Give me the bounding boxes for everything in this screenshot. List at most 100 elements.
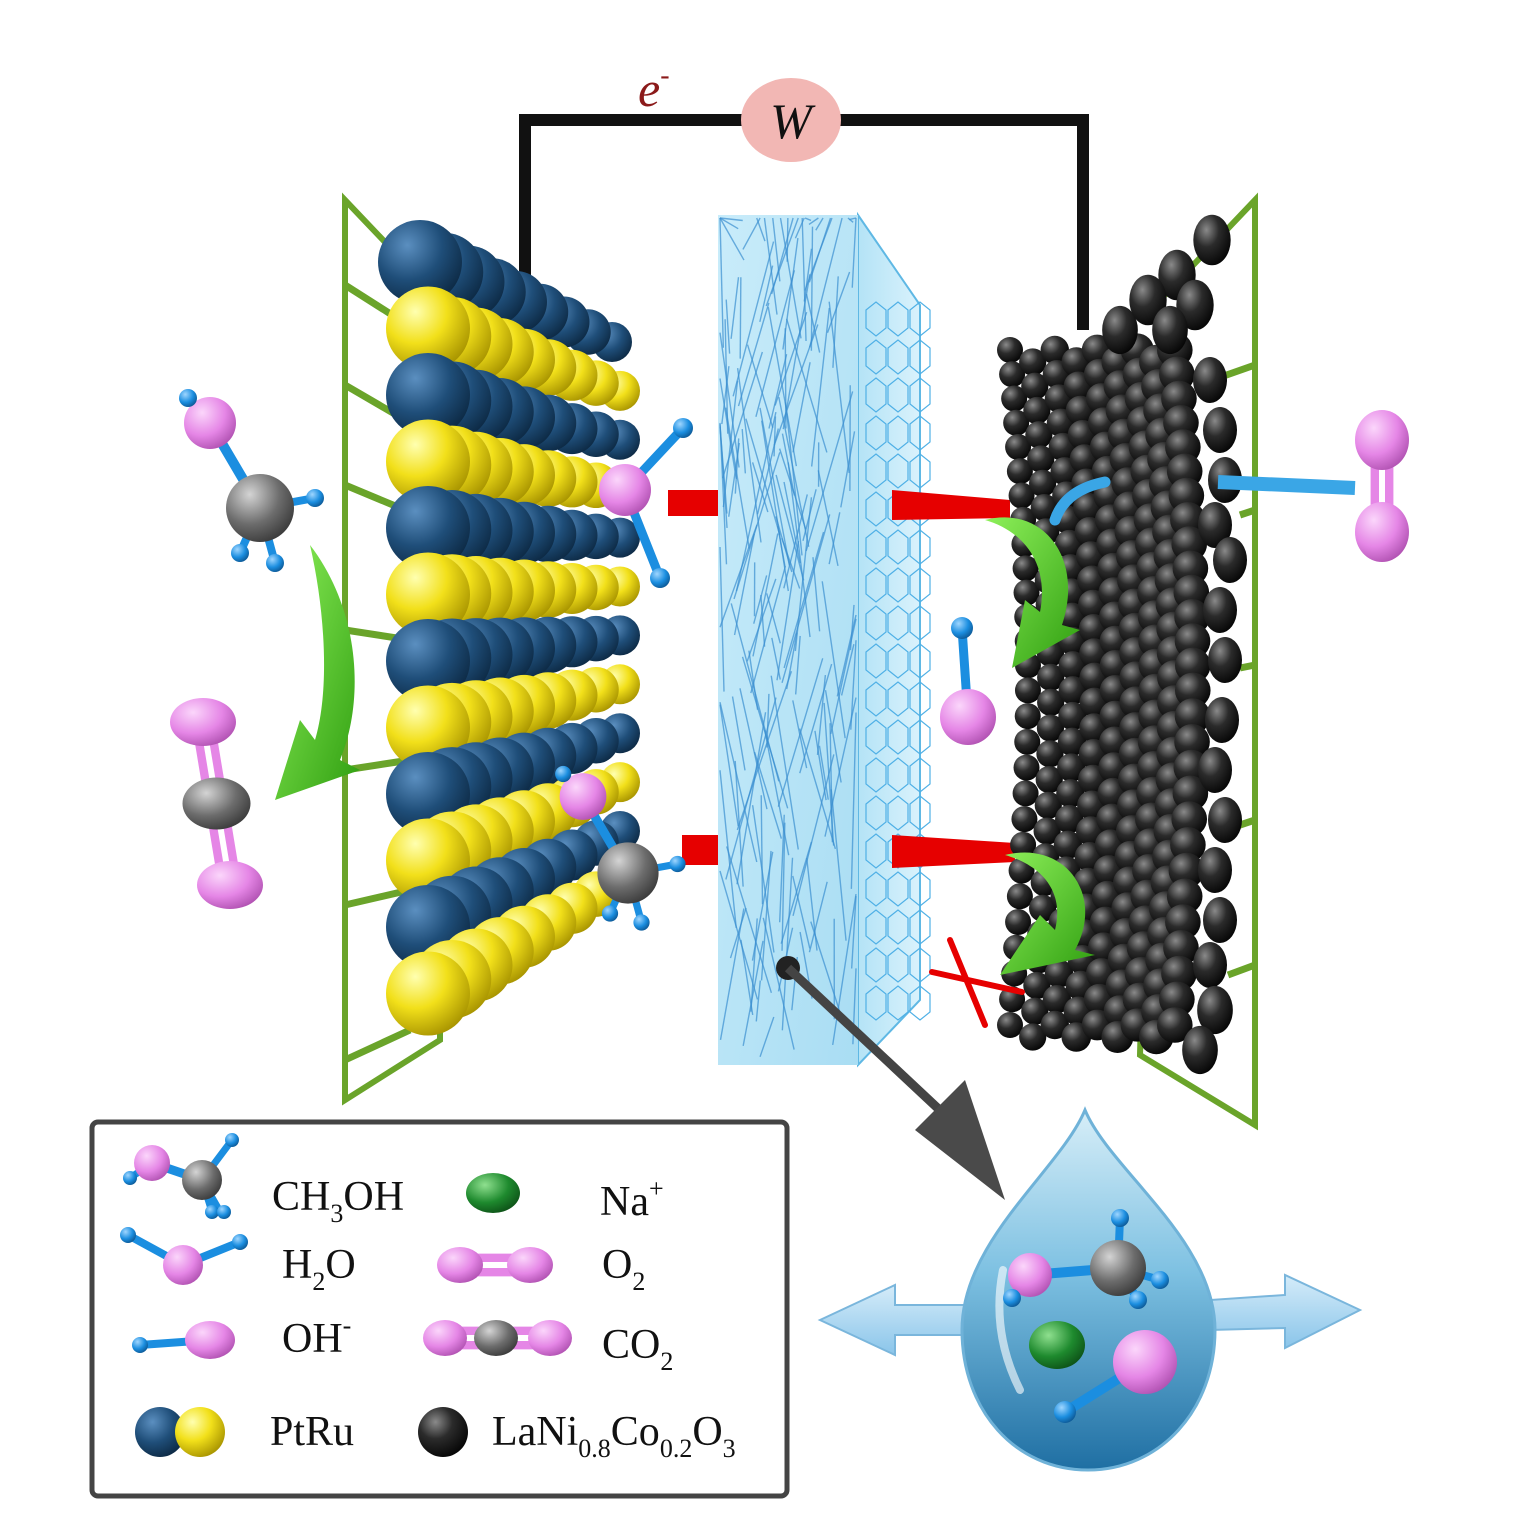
fiber: [782, 237, 799, 350]
fiber: [792, 754, 835, 916]
cathode-atom: [1205, 697, 1239, 743]
load-circle: [741, 78, 841, 162]
fiber: [737, 302, 770, 407]
cathode-atoms: [997, 214, 1247, 1075]
fiber: [817, 470, 839, 567]
fiber: [776, 541, 800, 681]
membrane-cell: [865, 947, 887, 983]
fiber: [746, 578, 777, 662]
legend-icon-cathode: [418, 1407, 468, 1457]
membrane-cell: [865, 301, 887, 337]
ru-atom: [386, 951, 470, 1036]
oxygen-atom: [559, 773, 607, 820]
fiber: [750, 565, 787, 694]
legend-label-co2: CO2: [602, 1322, 673, 1376]
fiber: [810, 226, 814, 351]
fiber: [763, 217, 778, 315]
membrane-cell: [865, 643, 887, 679]
fiber: [736, 368, 762, 543]
oxygen-atom: [170, 698, 236, 746]
cathode-atom: [1014, 728, 1041, 755]
oxygen-atom: [940, 689, 996, 745]
oxygen-atom: [507, 1247, 553, 1283]
fiber: [759, 265, 774, 323]
cathode-atom: [1033, 817, 1061, 845]
fiber: [828, 301, 850, 474]
membrane-cell: [887, 871, 909, 907]
fiber: [745, 418, 781, 536]
carbon-atom: [597, 842, 659, 904]
hydrogen-atom: [1151, 1271, 1169, 1289]
oxygen-atom: [197, 861, 263, 909]
fiber: [742, 940, 764, 1047]
legend-icon-water: [120, 1227, 248, 1285]
membrane: [718, 211, 931, 1068]
cathode-atom: [1037, 688, 1065, 716]
pt-atom: [135, 1407, 185, 1457]
ru-atom: [386, 552, 470, 637]
cathode-atom: [1034, 791, 1062, 819]
cathode-atom: [1163, 929, 1199, 966]
legend-label-sodium: Na+: [600, 1174, 664, 1225]
cathode-atom: [1174, 672, 1211, 709]
cathode-atom: [1005, 909, 1032, 936]
fiber: [741, 429, 747, 474]
hydrogen-atom: [120, 1227, 136, 1243]
pt-atom: [378, 220, 462, 304]
fiber: [805, 391, 854, 552]
membrane-cell: [887, 339, 909, 375]
legend-label-water: H2O: [282, 1242, 356, 1296]
ion-bar-lower-right: [892, 835, 1015, 868]
fiber: [781, 514, 831, 684]
fiber: [804, 217, 812, 222]
oxygen-atom: [1113, 1330, 1177, 1394]
membrane-fibers: [719, 217, 857, 1058]
fiber: [801, 217, 807, 342]
fiber: [830, 618, 857, 735]
legend-icon-hydroxide: [132, 1321, 235, 1359]
hydrogen-atom: [673, 418, 693, 438]
fiber: [808, 217, 843, 348]
fiber: [810, 307, 831, 467]
fiber: [785, 318, 828, 453]
fiber: [746, 344, 774, 428]
cathode-atom: [1056, 779, 1085, 808]
hydrogen-atom: [555, 765, 572, 783]
cathode-atom: [1193, 357, 1227, 403]
fiber: [774, 311, 808, 406]
fiber: [751, 462, 769, 513]
fiber: [731, 696, 746, 771]
zoom-arrow: [776, 956, 1005, 1200]
cathode-atom: [1025, 421, 1053, 449]
fiber: [781, 857, 794, 1031]
membrane-cell: [909, 415, 931, 451]
fiber: [748, 650, 759, 710]
fiber: [824, 697, 857, 837]
ptru-anode-atoms: [378, 220, 640, 1036]
hydrogen-atom: [1129, 1291, 1147, 1309]
fiber: [732, 241, 775, 397]
membrane-cell: [865, 453, 887, 489]
fiber: [803, 248, 813, 302]
fiber: [830, 789, 847, 941]
legend-icon-oxygen: [437, 1247, 553, 1283]
cathode-atom: [1001, 385, 1028, 412]
fiber: [730, 277, 740, 339]
ion-bar-upper-right: [892, 490, 1010, 520]
membrane-cell: [887, 529, 909, 565]
fiber: [792, 362, 811, 453]
oxygen-atom: [528, 1320, 572, 1356]
fiber: [840, 644, 855, 696]
hydrogen-atom: [1054, 1401, 1076, 1423]
membrane-cell: [887, 947, 909, 983]
hydrogen-atom: [1111, 1209, 1129, 1227]
cathode-atom: [1161, 955, 1197, 992]
membrane-cell: [909, 795, 931, 831]
blocked-cross: [929, 937, 1025, 1028]
cathode-atom: [1028, 469, 1057, 497]
fiber: [799, 663, 833, 774]
oxygen-atom: [163, 1245, 203, 1285]
hydrogen-atom: [951, 617, 973, 639]
cathode-atom: [1027, 445, 1055, 473]
fiber: [725, 846, 773, 994]
